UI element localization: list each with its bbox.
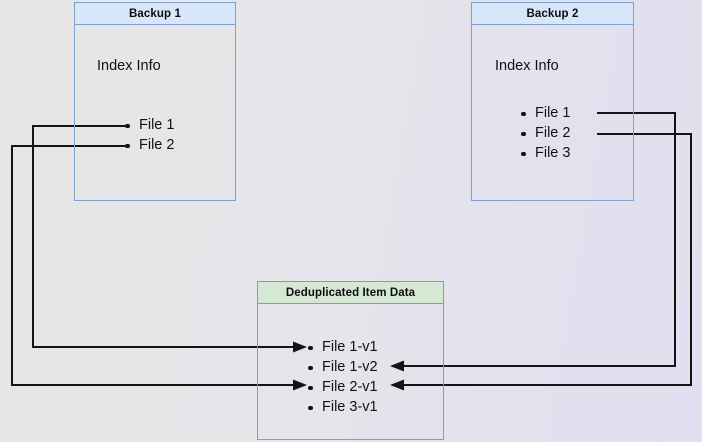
node-backup-2-header: Backup 2 <box>472 3 633 25</box>
node-deduplicated-item-data-header: Deduplicated Item Data <box>258 282 443 304</box>
node-backup-1[interactable]: Backup 1 Index Info File 1 File 2 <box>74 2 236 201</box>
node-backup-1-header: Backup 1 <box>75 3 235 25</box>
list-item: File 2-v1 <box>305 377 378 397</box>
list-item: File 2 <box>122 135 174 155</box>
node-backup-1-caption: Index Info <box>97 58 161 74</box>
list-item: File 1-v2 <box>305 357 378 377</box>
node-backup-2-caption: Index Info <box>495 58 559 74</box>
list-item: File 2 <box>518 123 570 143</box>
list-item: File 1-v1 <box>305 337 378 357</box>
node-backup-1-file-list: File 1 File 2 <box>122 115 174 155</box>
node-deduplicated-item-data-file-list: File 1-v1 File 1-v2 File 2-v1 File 3-v1 <box>305 337 378 417</box>
list-item: File 1 <box>518 103 570 123</box>
list-item: File 1 <box>122 115 174 135</box>
list-item: File 3-v1 <box>305 397 378 417</box>
node-backup-2-body: Index Info File 1 File 2 File 3 <box>472 25 633 200</box>
node-deduplicated-item-data[interactable]: Deduplicated Item Data File 1-v1 File 1-… <box>257 281 444 440</box>
list-item: File 3 <box>518 143 570 163</box>
node-backup-2-file-list: File 1 File 2 File 3 <box>518 103 570 163</box>
node-backup-2[interactable]: Backup 2 Index Info File 1 File 2 File 3 <box>471 2 634 201</box>
node-deduplicated-item-data-body: File 1-v1 File 1-v2 File 2-v1 File 3-v1 <box>258 304 443 439</box>
node-backup-1-body: Index Info File 1 File 2 <box>75 25 235 200</box>
